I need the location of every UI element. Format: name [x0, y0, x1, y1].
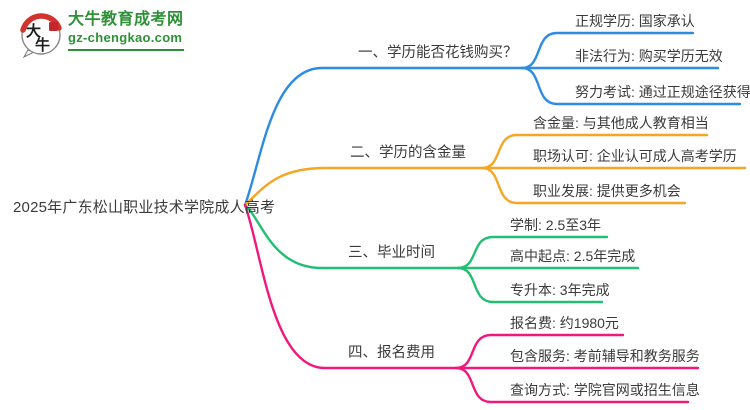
branch1-trunk-line	[243, 66, 524, 207]
branch-node-3: 三、毕业时间	[348, 245, 435, 261]
site-name: 大牛教育成考网	[68, 11, 184, 28]
branch-node-1: 一、学历能否花钱购买？	[358, 45, 518, 61]
site-logo: 大 牛 大牛教育成考网 gz-chengkao.com	[18, 10, 184, 58]
svg-text:牛: 牛	[35, 36, 50, 54]
leaf-node-3-1: 学制: 2.5至3年	[510, 217, 602, 233]
branch3-trunk-line	[243, 203, 460, 270]
branch4-trunk-line	[243, 203, 458, 370]
root-node: 2025年广东松山职业技术学院成人高考	[13, 199, 276, 216]
leaf-node-1-1: 正规学历: 国家承认	[575, 13, 695, 29]
branch1-leaf3-line	[520, 66, 742, 106]
logo-bull-icon: 大 牛	[20, 13, 62, 58]
branch2-trunk-line	[243, 166, 484, 207]
site-url: gz-chengkao.com	[68, 30, 183, 45]
branch4-leaf3-line	[454, 366, 690, 404]
leaf-node-1-3: 努力考试: 通过正规途径获得	[575, 84, 750, 100]
logo-text-block: 大牛教育成考网 gz-chengkao.com	[68, 10, 184, 51]
leaf-node-3-3: 专升本: 3年完成	[510, 282, 610, 298]
leaf-node-2-2: 职场认可: 企业认可成人高考学历	[533, 148, 737, 164]
branch2-leaf3-line	[480, 166, 687, 205]
branch1-leaf1-line	[520, 31, 695, 70]
leaf-node-2-1: 含金量: 与其他成人教育相当	[533, 115, 709, 131]
svg-text:大: 大	[26, 22, 41, 40]
leaf-node-2-3: 职业发展: 提供更多机会	[533, 183, 681, 199]
leaf-node-4-2: 包含服务: 考前辅导和教务服务	[510, 348, 700, 364]
leaf-node-1-2: 非法行为: 购买学历无效	[575, 48, 723, 64]
branch3-leaf3-line	[456, 266, 604, 304]
leaf-node-4-1: 报名费: 约1980元	[510, 315, 619, 331]
leaf-node-3-2: 高中起点: 2.5年完成	[510, 248, 636, 264]
leaf-node-4-3: 查询方式: 学院官网或招生信息	[510, 382, 700, 398]
branch-node-2: 二、学历的含金量	[350, 145, 466, 161]
branch-node-4: 四、报名费用	[348, 345, 435, 361]
